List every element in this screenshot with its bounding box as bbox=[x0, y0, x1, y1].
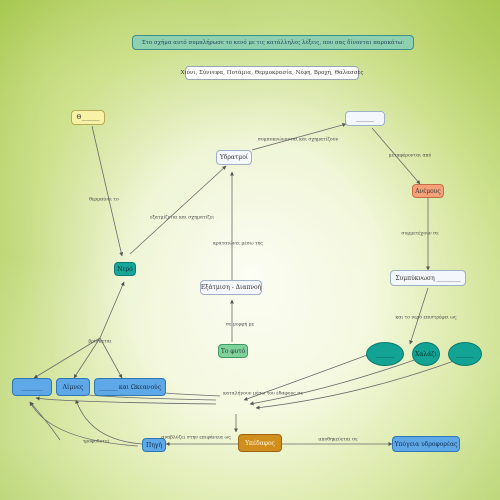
instruction-title: Στο σχήμα αυτό συμπλήρωσε το κενό με τις… bbox=[132, 35, 414, 50]
hail-ellipse: Χαλάζι bbox=[412, 342, 440, 366]
evaporation-node: Εξάτμιση - Διαπνοή bbox=[200, 280, 262, 295]
blank-precip-ellipse-1[interactable]: ______ bbox=[366, 342, 404, 366]
edge-label-returns: και το νερό επιστρέφει ως bbox=[395, 315, 456, 321]
condensation-node[interactable]: Συμπύκνωση ________ bbox=[390, 270, 466, 286]
aquifer-node: Υπόγεια υδροφορέας bbox=[392, 436, 460, 452]
edge-label-ends-up: καταλήγουν μέσω του έδαφους σε bbox=[223, 391, 303, 397]
edge-label-form: σε μορφή με bbox=[226, 322, 254, 328]
blank-water-body-node[interactable]: _______ bbox=[12, 378, 52, 396]
subsoil-node: Υπέδαφος bbox=[238, 434, 282, 452]
edge-label-found: βρίσκεται bbox=[89, 339, 112, 345]
blank-clouds-node[interactable]: ______ bbox=[345, 111, 385, 126]
edge-label-evaporates: εξατμίζεται και σχηματίζει bbox=[150, 215, 214, 221]
edge-label-participate: συμμετέχουν σε bbox=[401, 231, 438, 237]
edge-label-condense: συμπυκνώνονται και σχηματίζουν bbox=[258, 137, 339, 143]
edge-label-carried: μεταφέρονται από bbox=[389, 153, 432, 159]
word-bank: Χιόνι, Σύννεφα, Ποτάμια, Θερμοκρασία, Νέ… bbox=[185, 66, 359, 80]
blank-precip-ellipse-3[interactable]: ______ bbox=[448, 342, 482, 366]
edge-water-to-vapor bbox=[130, 166, 226, 254]
edge-label-heats: θερμαίνει το bbox=[89, 197, 118, 203]
water-node: Νερό bbox=[114, 262, 136, 276]
edge-spring-to-lakes bbox=[76, 400, 142, 444]
blank-oceans-node[interactable]: ______ και Ωκεανούς bbox=[94, 378, 166, 396]
water-vapor-node: Υδρατμοί bbox=[216, 150, 252, 165]
lakes-node: Λίμνες bbox=[56, 378, 90, 396]
edge-theta-to-water bbox=[92, 126, 122, 256]
plant-node: Το φυτό bbox=[218, 344, 248, 358]
edge-label-stored: αποθηκεύεται σε bbox=[318, 437, 357, 443]
winds-node: Ανέμους bbox=[412, 184, 444, 198]
edge-label-springs: αναβλύζει στην επιφάνεια ως bbox=[161, 435, 231, 441]
edge-label-feeds: τροφοδοτεί bbox=[83, 439, 109, 445]
edge-label-through: κραταιώνει μέσω της bbox=[213, 241, 263, 247]
blank-theta-node[interactable]: Θ______ bbox=[71, 110, 105, 125]
